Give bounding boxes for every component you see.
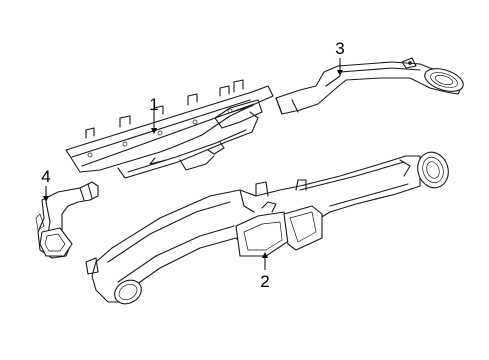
callout-label-4: 4: [41, 167, 50, 186]
part-4-left-vent-duct: [35, 181, 99, 259]
part-1-defroster-duct: [65, 79, 274, 179]
callout-label-3: 3: [335, 39, 344, 58]
part-3-side-vent-duct: [275, 57, 464, 115]
callout-2: 2: [260, 252, 270, 291]
part-2-center-duct: [85, 151, 449, 305]
callout-3: 3: [335, 39, 345, 76]
callout-1: 1: [149, 95, 159, 134]
callout-label-2: 2: [260, 272, 269, 291]
callout-4: 4: [41, 167, 51, 202]
callout-label-1: 1: [149, 95, 158, 114]
